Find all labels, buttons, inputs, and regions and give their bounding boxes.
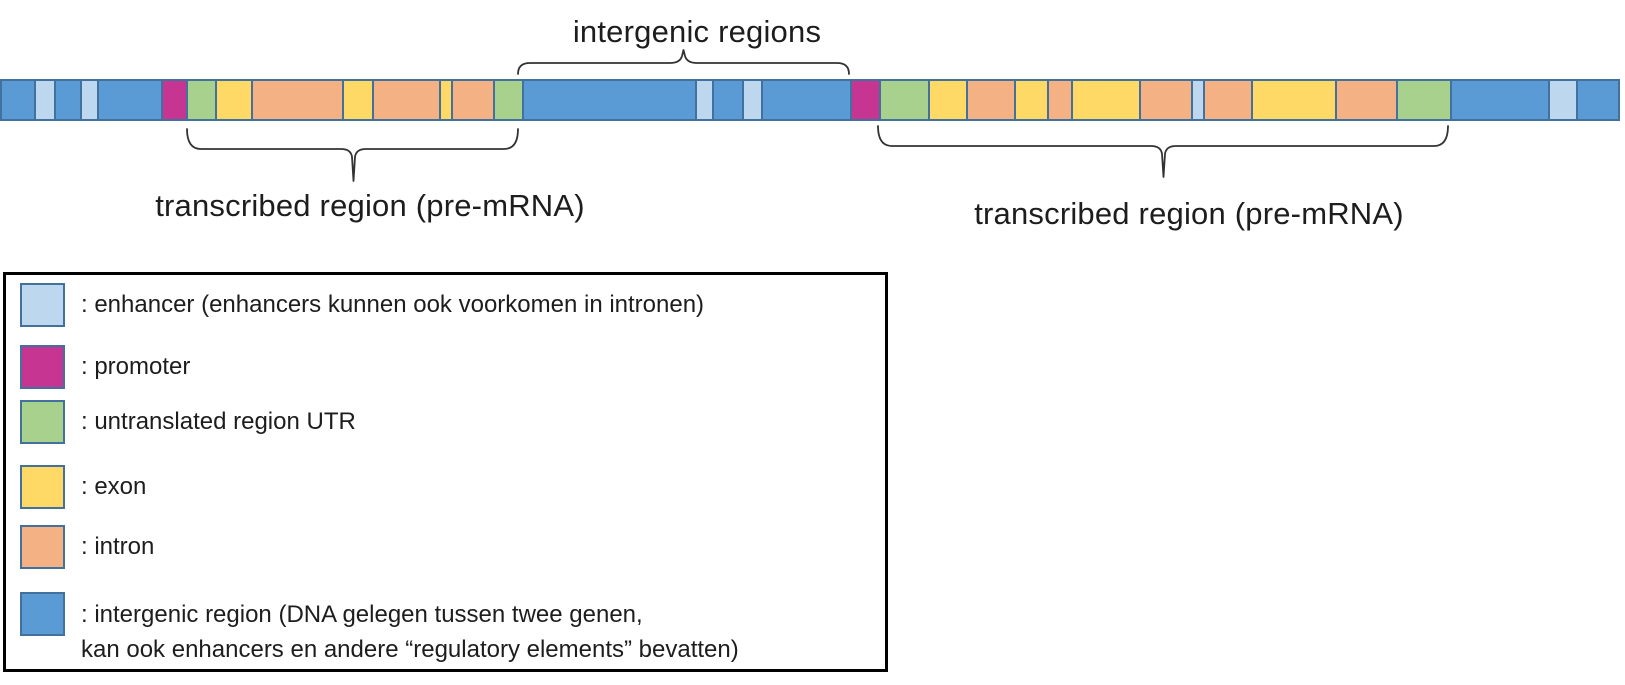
segment-promoter bbox=[162, 81, 186, 119]
segment-enhancer bbox=[81, 81, 97, 119]
segment-enhancer bbox=[744, 81, 762, 119]
legend-swatch-enhancer bbox=[20, 283, 65, 327]
segment-intergenic bbox=[1451, 81, 1549, 119]
transcribed-right-brace bbox=[877, 125, 1449, 178]
legend-swatch-utr bbox=[20, 400, 65, 444]
legend-row-enhancer: : enhancer (enhancers kunnen ook voorkom… bbox=[20, 283, 704, 327]
legend-row-promoter: : promoter bbox=[20, 345, 190, 389]
dna-bar bbox=[0, 79, 1620, 121]
legend-swatch-exon bbox=[20, 465, 65, 509]
legend-swatch-promoter bbox=[20, 345, 65, 389]
segment-intron bbox=[1141, 81, 1192, 119]
legend-swatch-intergenic bbox=[20, 592, 65, 636]
segment-intron bbox=[253, 81, 342, 119]
legend-label-intergenic: : intergenic region (DNA gelegen tussen … bbox=[81, 601, 739, 663]
segment-exon bbox=[216, 81, 252, 119]
legend-row-intron: : intron bbox=[20, 525, 154, 569]
intergenic-brace bbox=[517, 49, 850, 75]
legend-label-utr: : untranslated region UTR bbox=[81, 408, 356, 435]
legend-label-exon: : exon bbox=[81, 473, 147, 500]
legend-row-exon: : exon bbox=[20, 465, 146, 509]
segment-utr bbox=[187, 81, 215, 119]
transcribed-region-right-label: transcribed region (pre-mRNA) bbox=[974, 196, 1404, 231]
segment-intron bbox=[1336, 81, 1396, 119]
legend-label-promoter: : promoter bbox=[81, 353, 191, 380]
segment-enhancer bbox=[1193, 81, 1203, 119]
segment-intergenic bbox=[524, 81, 696, 119]
legend-label-enhancer: : enhancer (enhancers kunnen ook voorkom… bbox=[81, 291, 705, 318]
segment-exon bbox=[1072, 81, 1140, 119]
segment-exon bbox=[440, 81, 452, 119]
segment-utr bbox=[880, 81, 928, 119]
segment-intergenic bbox=[98, 81, 161, 119]
segment-intergenic bbox=[763, 81, 851, 119]
legend-swatch-intron bbox=[20, 525, 65, 569]
transcribed-region-left-label: transcribed region (pre-mRNA) bbox=[155, 188, 585, 223]
legend-label-intron: : intron bbox=[81, 533, 155, 560]
segment-intergenic bbox=[55, 81, 80, 119]
segment-promoter bbox=[852, 81, 879, 119]
segment-exon bbox=[343, 81, 372, 119]
legend-row-intergenic: : intergenic region (DNA gelegen tussen … bbox=[20, 592, 739, 667]
segment-intergenic bbox=[714, 81, 743, 119]
segment-utr bbox=[1397, 81, 1450, 119]
segment-enhancer bbox=[1550, 81, 1576, 119]
transcribed-left-brace bbox=[186, 128, 519, 182]
segment-intron bbox=[1204, 81, 1251, 119]
segment-intron bbox=[968, 81, 1014, 119]
segment-intron bbox=[373, 81, 439, 119]
segment-exon bbox=[929, 81, 967, 119]
segment-exon bbox=[1015, 81, 1047, 119]
segment-enhancer bbox=[697, 81, 713, 119]
segment-enhancer bbox=[35, 81, 54, 119]
legend-row-utr: : untranslated region UTR bbox=[20, 400, 356, 444]
segment-intron bbox=[453, 81, 494, 119]
segment-exon bbox=[1252, 81, 1335, 119]
segment-utr bbox=[495, 81, 523, 119]
segment-intron bbox=[1048, 81, 1071, 119]
legend-box: : enhancer (enhancers kunnen ook voorkom… bbox=[3, 272, 888, 672]
intergenic-regions-label: intergenic regions bbox=[572, 14, 822, 49]
segment-intergenic bbox=[2, 81, 34, 119]
segment-intergenic bbox=[1577, 81, 1619, 119]
